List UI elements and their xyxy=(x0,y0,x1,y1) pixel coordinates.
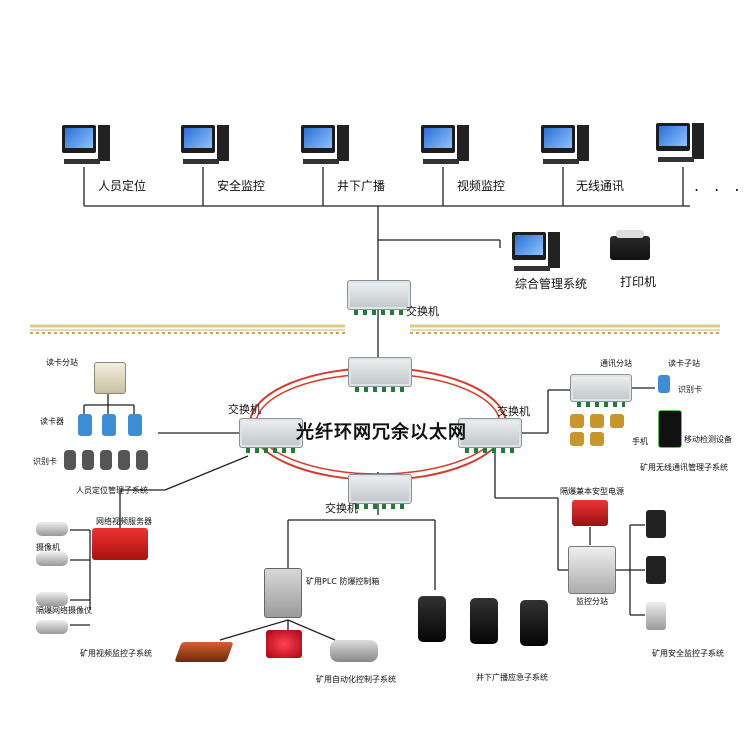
management-computer[interactable] xyxy=(512,232,560,276)
camera-label: 摄像机 xyxy=(36,543,60,552)
speaker-icon[interactable] xyxy=(520,600,548,646)
ring-bottom-switch-icon[interactable] xyxy=(348,474,412,509)
safety-power-label: 隔爆兼本安型电源 xyxy=(560,487,624,496)
id-card-label: 识别卡 xyxy=(33,457,57,466)
personnel-subsystem-label: 人员定位管理子系统 xyxy=(76,486,148,495)
ring-top-switch-icon[interactable] xyxy=(348,357,412,392)
ir-camera-icon[interactable] xyxy=(36,592,68,606)
terminal-computer-2[interactable] xyxy=(181,125,229,169)
terminal-computer-4[interactable] xyxy=(421,125,469,169)
broadcast-subsystem-label: 井下广播应急子系统 xyxy=(476,673,548,682)
sensor-icon xyxy=(646,602,666,630)
video-server-label: 网络视频服务器 xyxy=(96,517,152,526)
wireless-id-card-label: 识别卡 xyxy=(678,385,702,394)
ir-camera-label: 隔爆网络摄像仪 xyxy=(36,606,92,615)
printer-paper-icon xyxy=(616,230,644,238)
ground-line-left xyxy=(30,324,345,334)
wireless-subsystem-label: 矿用无线通讯管理子系统 xyxy=(640,463,728,472)
monitoring-station-label: 监控分站 xyxy=(576,597,608,606)
sensor-icon xyxy=(646,556,666,584)
camera-icon[interactable] xyxy=(36,552,68,566)
plc-subsystem-label: 矿用自动化控制子系统 xyxy=(316,675,396,684)
id-card-icon xyxy=(118,450,130,470)
sensor-icon xyxy=(646,510,666,538)
conveyor-machine-icon xyxy=(174,642,234,662)
plc-box-label: 矿用PLC 防爆控制箱 xyxy=(306,577,380,586)
mobile-device-label: 移动检测设备 xyxy=(684,435,732,444)
power-supply-icon[interactable] xyxy=(572,500,608,526)
phone-icon xyxy=(590,432,604,446)
monitoring-station-icon[interactable] xyxy=(568,546,616,594)
core-switch-label: 交换机 xyxy=(406,305,439,318)
speaker-icon[interactable] xyxy=(418,596,446,642)
terminal-label-wireless: 无线通讯 xyxy=(576,179,625,193)
terminal-computer-3[interactable] xyxy=(301,125,349,169)
speaker-icon[interactable] xyxy=(470,598,498,644)
ground-line-right xyxy=(410,324,720,334)
card-reader-label: 读卡器 xyxy=(40,417,64,426)
card-reader-icon[interactable] xyxy=(128,414,142,436)
terminal-label-personnel: 人员定位 xyxy=(98,179,147,193)
card-reader-icon[interactable] xyxy=(78,414,92,436)
card-reader-station-icon[interactable] xyxy=(94,362,126,394)
id-card-icon xyxy=(136,450,148,470)
wireless-substation-label: 读卡子站 xyxy=(668,359,700,368)
ring-right-switch-label: 交换机 xyxy=(497,405,530,418)
card-substation-icon[interactable] xyxy=(658,375,670,393)
camera-icon[interactable] xyxy=(36,522,68,536)
pump-icon xyxy=(266,630,302,658)
terminal-label-broadcast: 井下广播 xyxy=(337,179,386,193)
comm-station-icon[interactable] xyxy=(570,374,632,407)
phone-label: 手机 xyxy=(632,437,648,446)
management-label: 综合管理系统 xyxy=(515,277,588,291)
more-terminals-marker: . . . xyxy=(694,176,745,195)
phone-icon xyxy=(610,414,624,428)
phone-icon xyxy=(570,414,584,428)
video-subsystem-label: 矿用视频监控子系统 xyxy=(80,649,152,658)
ring-label: 光纤环网冗余以太网 xyxy=(296,422,467,443)
plc-box-icon[interactable] xyxy=(264,568,302,618)
printer-label: 打印机 xyxy=(620,275,657,289)
ring-bottom-switch-label: 交换机 xyxy=(325,502,358,515)
card-reader-icon[interactable] xyxy=(102,414,116,436)
ir-camera-icon[interactable] xyxy=(36,620,68,634)
personnel-station-label: 读卡分站 xyxy=(46,358,78,367)
terminal-computer-5[interactable] xyxy=(541,125,589,169)
terminal-computer-1[interactable] xyxy=(62,125,110,169)
safety-subsystem-label: 矿用安全监控子系统 xyxy=(652,649,724,658)
ring-right-switch-icon[interactable] xyxy=(458,418,522,453)
terminal-label-video: 视频监控 xyxy=(457,179,506,193)
id-card-icon xyxy=(100,450,112,470)
ring-left-switch-label: 交换机 xyxy=(228,403,261,416)
wireless-station-label: 通讯分站 xyxy=(600,359,632,368)
ring-left-switch-icon[interactable] xyxy=(239,418,303,453)
motor-icon xyxy=(330,640,378,662)
phone-icon xyxy=(590,414,604,428)
printer-icon[interactable] xyxy=(610,236,650,260)
id-card-icon xyxy=(82,450,94,470)
terminal-label-safety: 安全监控 xyxy=(217,179,266,193)
id-card-icon xyxy=(64,450,76,470)
phone-icon xyxy=(570,432,584,446)
video-server-icon[interactable] xyxy=(92,528,148,560)
terminal-computer-6[interactable] xyxy=(656,123,704,167)
mobile-detector-icon[interactable] xyxy=(658,410,682,448)
core-switch-icon[interactable] xyxy=(347,280,411,315)
